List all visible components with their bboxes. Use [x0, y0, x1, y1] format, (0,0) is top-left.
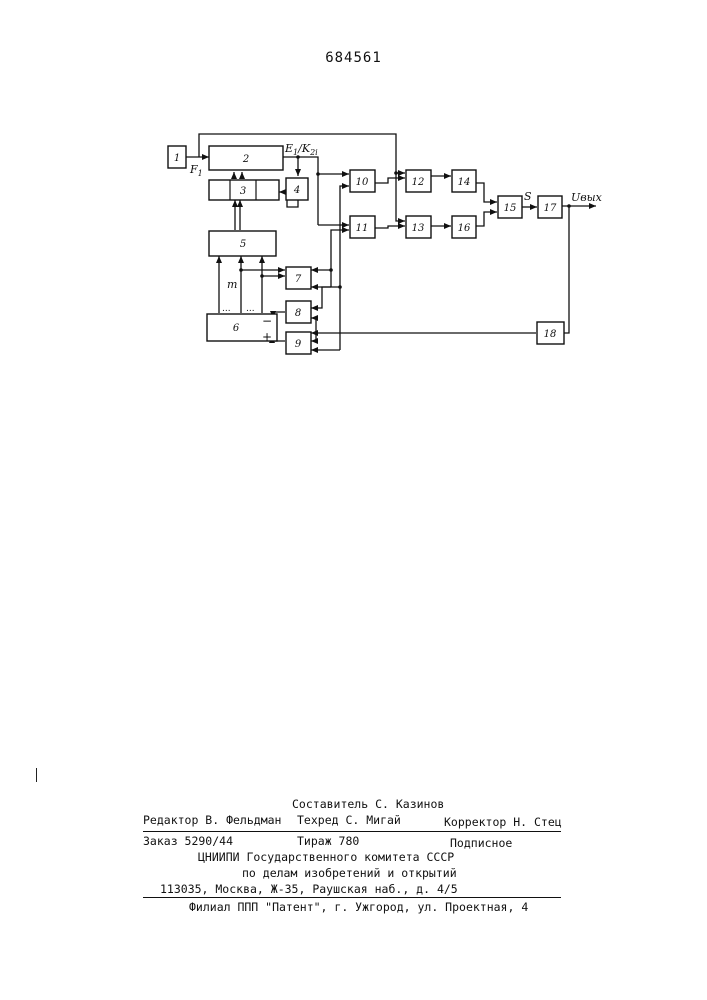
block-4: 4 — [286, 178, 308, 200]
svg-text:18: 18 — [544, 329, 557, 340]
block-17: 17 — [538, 196, 562, 218]
wire-18-8 — [311, 318, 316, 333]
wire-bus-13 — [396, 213, 405, 221]
svg-text:11: 11 — [356, 223, 369, 234]
corrector-line: Корректор Н. Стец — [444, 815, 562, 829]
block-18: 18 — [537, 322, 564, 344]
branch-line: Филиал ППП "Патент", г. Ужгород, ул. Про… — [189, 900, 528, 914]
label-dots-left: ... — [222, 304, 231, 314]
wire-vbus-10 — [340, 186, 349, 350]
block-10: 10 — [350, 170, 375, 192]
compiler-line: Составитель С. Казинов — [292, 797, 444, 811]
svg-text:9: 9 — [295, 339, 302, 350]
block-14: 14 — [452, 170, 476, 192]
block-3: 3 — [209, 180, 279, 200]
svg-text:15: 15 — [504, 203, 517, 214]
svg-text:3: 3 — [240, 186, 246, 197]
subscription-line: Подписное — [450, 836, 512, 850]
svg-text:2: 2 — [242, 154, 249, 165]
label-minus: − — [262, 314, 272, 328]
junction-dot — [239, 268, 243, 272]
org-line-1: ЦНИИПИ Государственного комитета СССР — [198, 850, 454, 864]
address-line: 113035, Москва, Ж-35, Раушская наб., д. … — [160, 882, 458, 896]
block-15: 15 — [498, 196, 522, 218]
block-5: 5 — [209, 231, 276, 256]
wire-11-13 — [375, 226, 405, 228]
label-uout: Uвых — [571, 191, 603, 204]
svg-text:7: 7 — [295, 274, 302, 285]
block-13: 13 — [406, 216, 431, 238]
junction-dot — [567, 204, 571, 208]
wire-16-15 — [476, 212, 497, 226]
block-11: 11 — [350, 216, 375, 238]
svg-text:E1/K2i: E1/K2i — [284, 142, 318, 157]
divider-rule — [143, 831, 561, 832]
junction-dot — [329, 268, 333, 272]
svg-text:12: 12 — [412, 177, 425, 188]
svg-text:17: 17 — [544, 203, 557, 214]
margin-mark — [36, 768, 37, 782]
svg-text:6: 6 — [233, 323, 240, 334]
label-e1-k2i: E1/K2i — [284, 142, 318, 157]
block-7: 7 — [286, 267, 311, 289]
label-f1: F1 — [189, 163, 203, 178]
wire-14-15 — [476, 183, 497, 202]
junction-dot — [314, 331, 318, 335]
block-12: 12 — [406, 170, 431, 192]
svg-text:16: 16 — [458, 223, 471, 234]
circulation-line: Тираж 780 — [297, 834, 359, 848]
block-16: 16 — [452, 216, 476, 238]
svg-text:8: 8 — [295, 308, 301, 319]
junction-dot — [394, 171, 398, 175]
order-line: Заказ 5290/44 — [143, 834, 233, 848]
svg-text:13: 13 — [412, 223, 425, 234]
wire-out-18 — [564, 206, 569, 333]
svg-text:10: 10 — [356, 177, 369, 188]
junction-dot — [260, 274, 264, 278]
svg-text:14: 14 — [458, 177, 471, 188]
block-9: 9 — [286, 332, 311, 354]
org-line-2: по делам изобретений и открытий — [242, 866, 457, 880]
junction-dot — [338, 285, 342, 289]
label-s: S — [524, 190, 532, 203]
junction-dot — [316, 172, 320, 176]
label-dots-right: ... — [246, 304, 255, 314]
svg-text:4: 4 — [293, 185, 300, 196]
editor-line: Редактор В. Фельдман — [143, 813, 281, 827]
svg-text:5: 5 — [240, 239, 246, 250]
label-plus: + — [262, 330, 272, 344]
svg-text:1: 1 — [174, 153, 180, 164]
block-8: 8 — [286, 301, 311, 323]
divider-rule — [143, 897, 561, 898]
label-m: m — [227, 278, 237, 291]
block-1: 1 — [168, 146, 186, 168]
techred-line: Техред С. Мигай — [297, 813, 401, 827]
wire-bus-8 — [311, 287, 331, 308]
svg-text:F1: F1 — [189, 163, 203, 178]
block-2: 2 — [209, 146, 283, 170]
wire-10-12 — [375, 178, 405, 183]
